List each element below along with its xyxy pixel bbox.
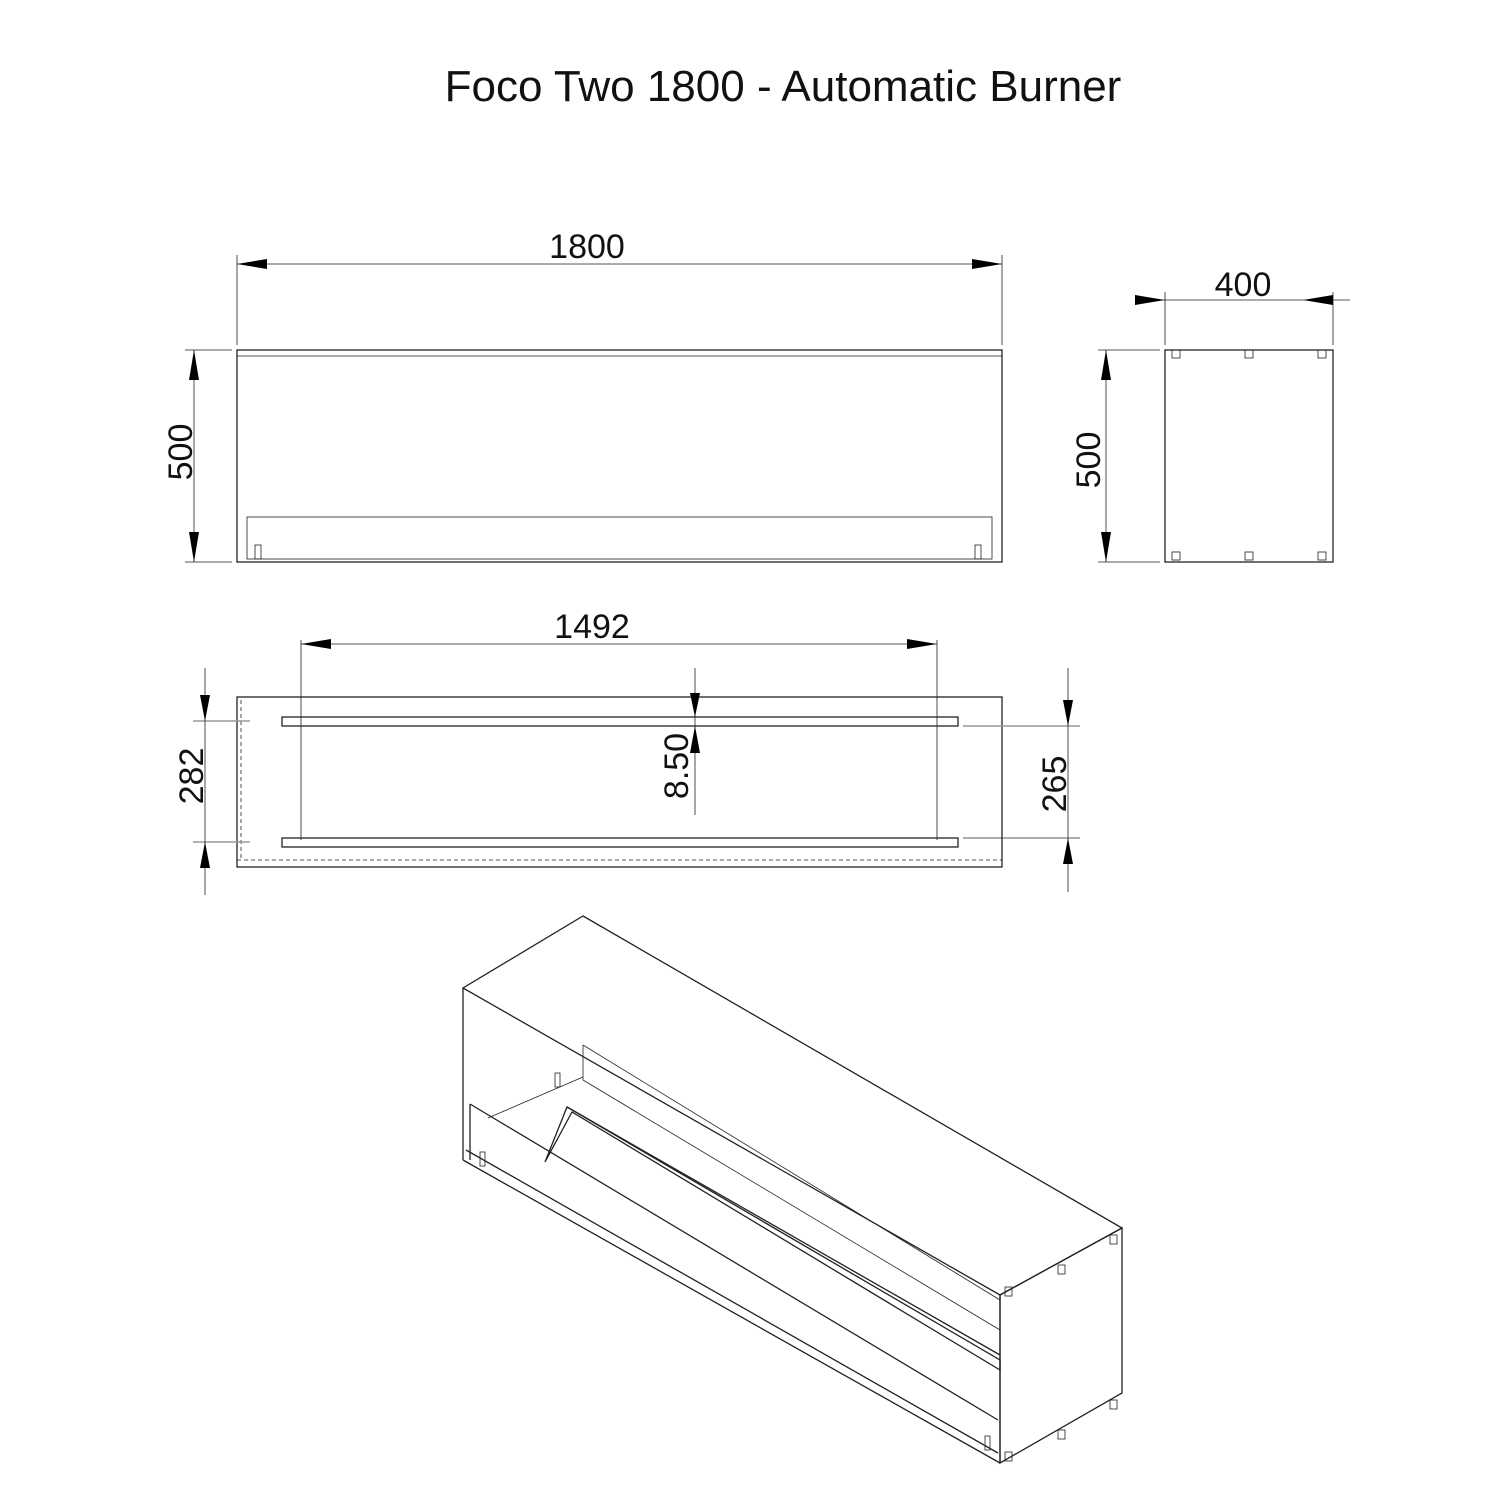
depth-left-dimension: 282 (173, 748, 211, 805)
isometric-view (461, 915, 1124, 1465)
gap-dimension: 8.50 (658, 733, 696, 799)
burner-length-dimension: 1492 (554, 608, 630, 646)
depth-right-dimension: 265 (1036, 756, 1074, 813)
front-view: 1800 500 (162, 228, 1003, 563)
front-height-dimension: 500 (162, 424, 200, 481)
side-height-dimension: 500 (1070, 432, 1108, 489)
side-view: 400 500 (1070, 266, 1350, 563)
top-view: 1492 8.50 282 265 (173, 608, 1080, 895)
front-width-dimension: 1800 (549, 228, 625, 266)
side-width-dimension: 400 (1215, 266, 1272, 304)
drawing-title: Foco Two 1800 - Automatic Burner (444, 62, 1122, 111)
